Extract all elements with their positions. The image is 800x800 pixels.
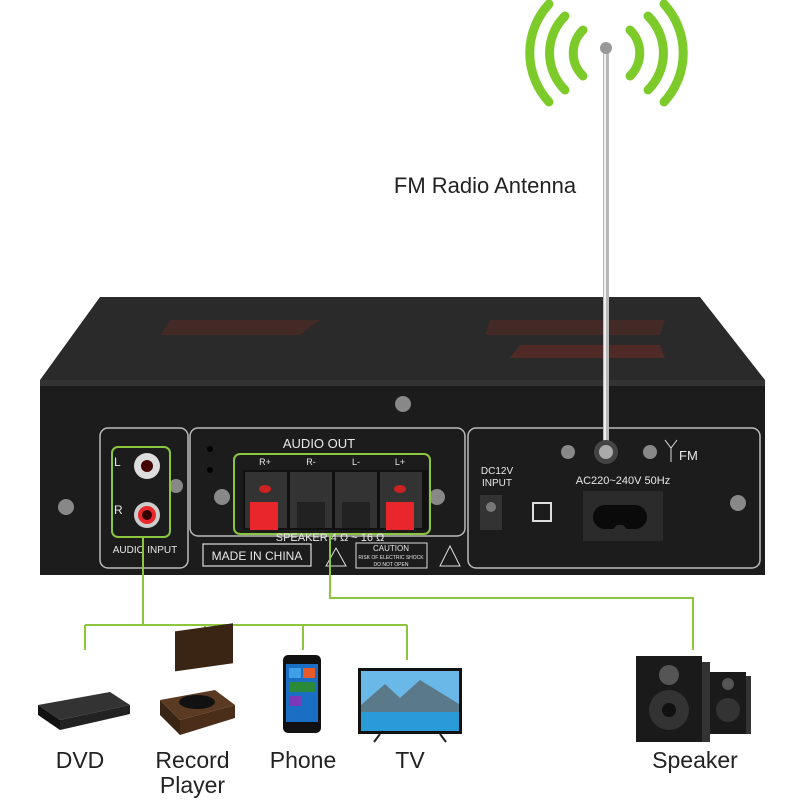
ac-rating: AC220~240V 50Hz	[576, 475, 670, 487]
speaker-terminals	[207, 446, 445, 530]
phone-label: Phone	[269, 747, 337, 773]
caution-title: CAUTION	[373, 544, 409, 553]
wireless-signal-icon	[525, 0, 688, 107]
audio-out-highlight	[233, 453, 431, 535]
shock-warning-icon	[439, 544, 461, 567]
audio-out-title: AUDIO OUT	[283, 436, 355, 451]
made-in-label: MADE IN CHINA	[212, 549, 303, 563]
screw-icon	[395, 396, 411, 412]
dvd-label: DVD	[55, 747, 105, 773]
audio-input-title: AUDIO INPUT	[113, 545, 177, 556]
terminal-label: R-	[306, 457, 316, 467]
tv-icon	[358, 668, 462, 743]
terminal-label: L+	[395, 457, 405, 467]
phone-icon	[283, 655, 321, 733]
amplifier-chassis	[40, 297, 765, 575]
svg-text:DC12V: DC12V	[481, 466, 514, 477]
screw-icon	[58, 499, 74, 515]
svg-text:DO NOT OPEN: DO NOT OPEN	[374, 562, 409, 568]
svg-text:INPUT: INPUT	[482, 478, 512, 489]
audio-input-highlight	[111, 446, 171, 538]
speaker-label: Speaker	[652, 747, 738, 773]
tv-label: TV	[395, 747, 425, 773]
rca-jacks	[134, 453, 183, 528]
screw-icon	[730, 495, 746, 511]
terminal-label: L-	[352, 457, 360, 467]
right-channel-label: R	[114, 503, 123, 517]
power-connectors	[480, 445, 663, 541]
left-channel-label: L	[114, 455, 121, 469]
svg-text:FM: FM	[679, 448, 698, 463]
antenna-symbol-icon	[664, 439, 678, 462]
svg-text:RISK OF ELECTRIC SHOCK: RISK OF ELECTRIC SHOCK	[358, 555, 424, 561]
record-player-icon	[160, 623, 235, 735]
record-player-label: Record Player	[155, 747, 230, 798]
terminal-label: R+	[259, 457, 271, 467]
audio-out-panel	[189, 427, 466, 537]
speaker-icon	[636, 656, 751, 742]
antenna-label: FM Radio Antenna	[393, 173, 577, 198]
fm-antenna	[594, 42, 618, 464]
dvd-player-icon	[38, 692, 130, 730]
power-panel	[467, 427, 761, 569]
